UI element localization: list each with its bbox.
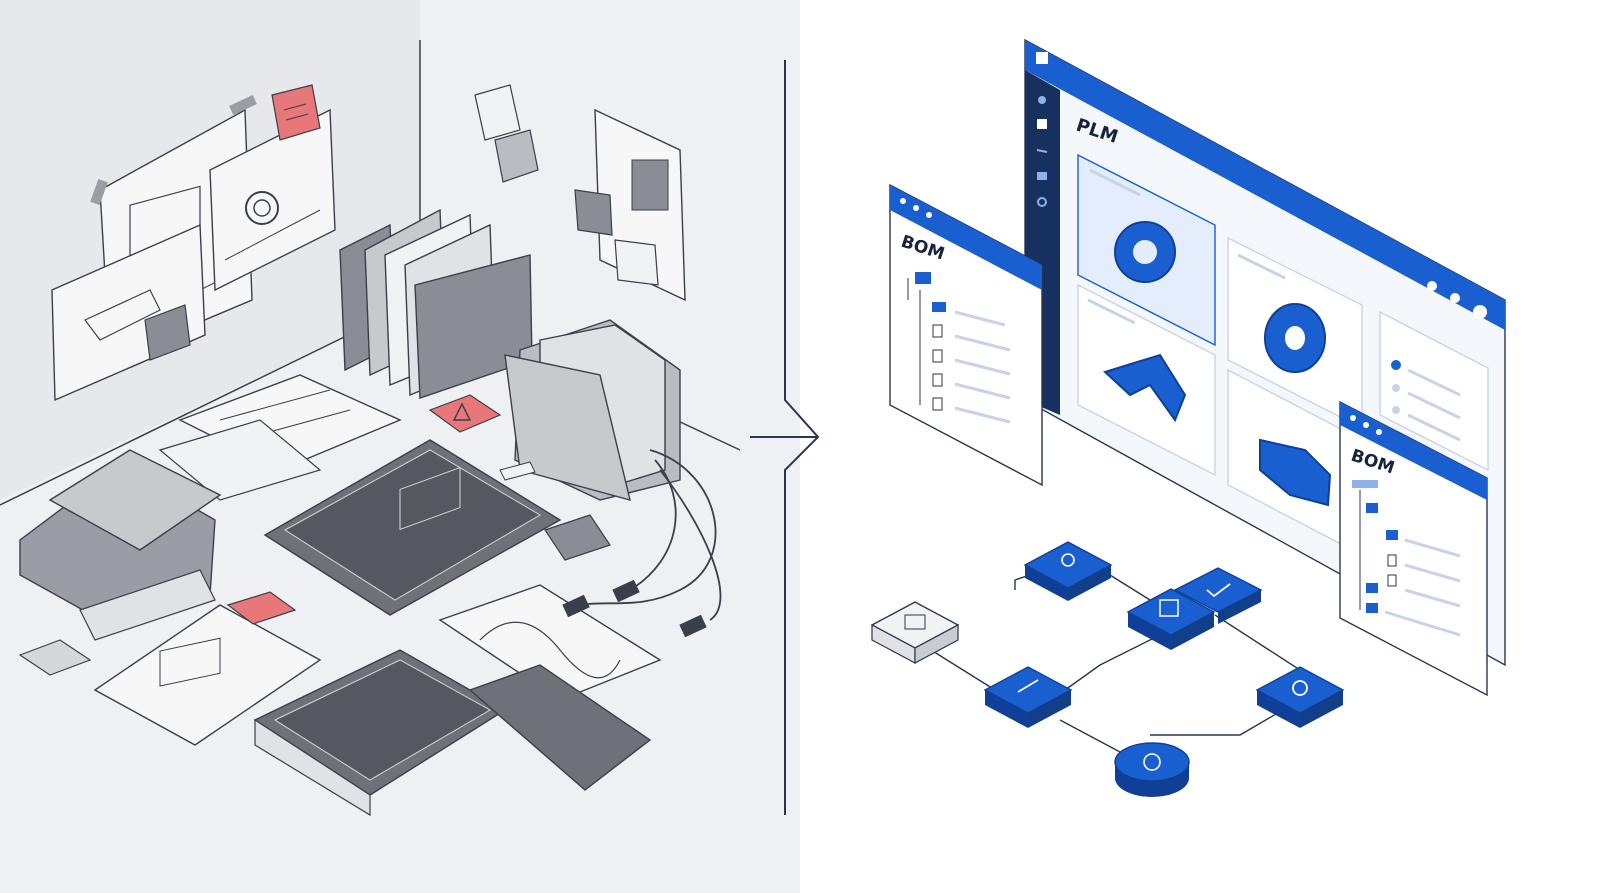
folder-icon[interactable]	[1366, 503, 1378, 513]
cables	[562, 449, 722, 638]
folder-icon[interactable]	[1386, 530, 1398, 540]
folder-stack-1	[339, 208, 533, 399]
floor-drawings	[18, 374, 662, 746]
document-icon[interactable]	[932, 397, 943, 411]
user-icon	[1061, 553, 1075, 567]
messy-workspace-illustration	[0, 0, 800, 893]
folder-icon	[904, 614, 926, 630]
workflow-node-tools[interactable]	[983, 666, 1073, 728]
clock-icon	[1143, 753, 1161, 771]
workflow-node-settings[interactable]	[1255, 666, 1345, 728]
clamp-part-icon	[1259, 438, 1332, 507]
window-dot-icon[interactable]	[1473, 305, 1487, 319]
workflow-node-document[interactable]	[1126, 588, 1216, 650]
folder-icon[interactable]	[1366, 603, 1378, 613]
warning-note	[428, 394, 502, 433]
bracket-part-icon	[1103, 353, 1187, 423]
workflow-node-approve[interactable]	[1173, 567, 1263, 624]
document-icon[interactable]	[1387, 554, 1397, 567]
folder-icon[interactable]	[932, 302, 946, 312]
plm-side-list	[1379, 310, 1489, 472]
document-icon[interactable]	[932, 373, 943, 387]
wall-notes-right	[474, 84, 686, 302]
folder-stack-2	[504, 319, 681, 501]
folder-icon[interactable]	[1366, 583, 1378, 593]
part-card-wheel[interactable]	[1227, 236, 1363, 430]
workflow-diagram	[870, 541, 1345, 797]
document-icon[interactable]	[932, 349, 943, 363]
layers-icon[interactable]	[1037, 172, 1047, 180]
plm-main-window: PLM	[1024, 38, 1506, 667]
bom-window-right: BOM	[1339, 400, 1488, 697]
window-dot-icon[interactable]	[1427, 281, 1437, 291]
document-icon[interactable]	[932, 324, 943, 338]
document-icon[interactable]	[1387, 574, 1397, 587]
gear-icon	[1292, 680, 1308, 696]
scanner	[19, 449, 222, 641]
document-icon	[1159, 599, 1179, 617]
app-logo-icon	[1036, 52, 1048, 64]
tools-icon	[1017, 679, 1039, 693]
folder-icon[interactable]	[915, 272, 931, 284]
bom-window-left: BOM	[889, 183, 1043, 487]
list-icon[interactable]	[1036, 149, 1048, 153]
home-icon[interactable]	[1038, 96, 1046, 104]
part-card-bracket[interactable]	[1077, 283, 1216, 477]
plm-illustration: PLM	[870, 38, 1506, 797]
gear-icon[interactable]	[1037, 197, 1047, 207]
binders	[253, 649, 652, 817]
workflow-node-user[interactable]	[1023, 541, 1113, 601]
window-dot-icon[interactable]	[1450, 293, 1460, 303]
workflow-node-folder[interactable]	[870, 601, 960, 665]
workflow-node-clock[interactable]	[1114, 742, 1190, 797]
part-card-gear[interactable]	[1077, 153, 1216, 347]
sticky-note-red-1	[271, 84, 321, 141]
wall-sketch-3	[51, 223, 206, 402]
check-icon	[1206, 583, 1231, 598]
document-icon[interactable]	[1037, 119, 1047, 129]
